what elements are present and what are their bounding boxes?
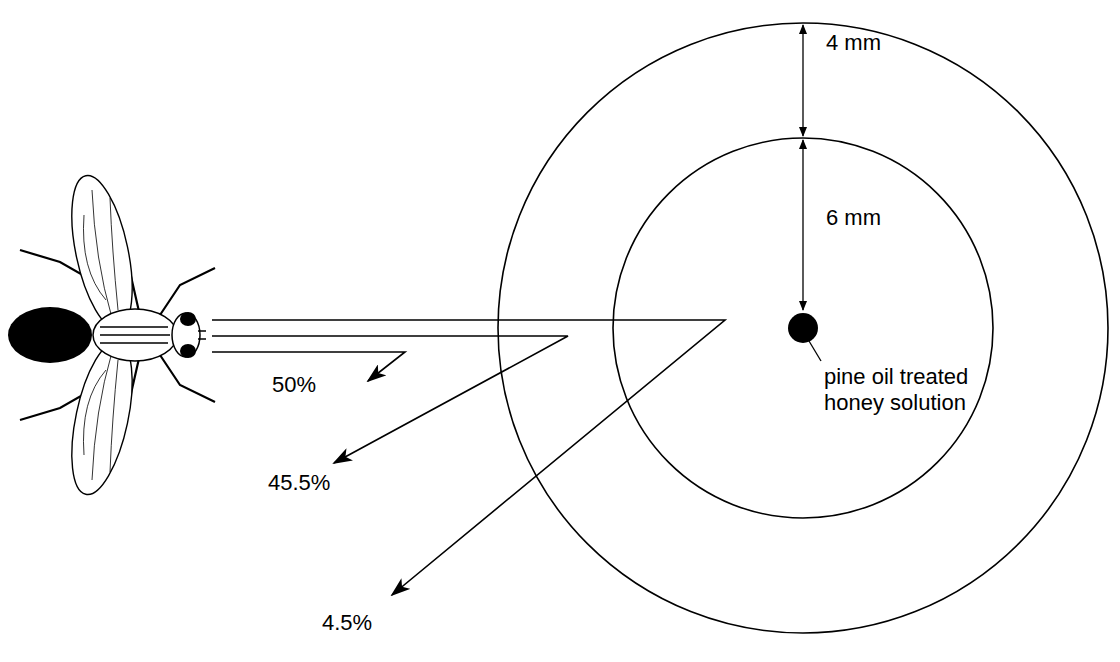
callout-label: pine oil treated honey solution (824, 364, 996, 417)
dimension-label: 4 mm (826, 30, 881, 56)
leader-line (809, 341, 821, 361)
flight-path (212, 336, 568, 463)
flight-path (212, 320, 725, 595)
dimension-arrow (802, 25, 803, 136)
inner-circle (613, 138, 993, 518)
percentage-label: 50% (272, 372, 316, 398)
percentage-label: 45.5% (268, 470, 330, 496)
dimension-label: 6 mm (826, 205, 881, 231)
fly-illustration (8, 170, 215, 499)
outer-circle (498, 23, 1108, 633)
dimension-arrow (802, 140, 803, 310)
honey-drop (788, 313, 818, 343)
percentage-label: 4.5% (322, 610, 372, 636)
